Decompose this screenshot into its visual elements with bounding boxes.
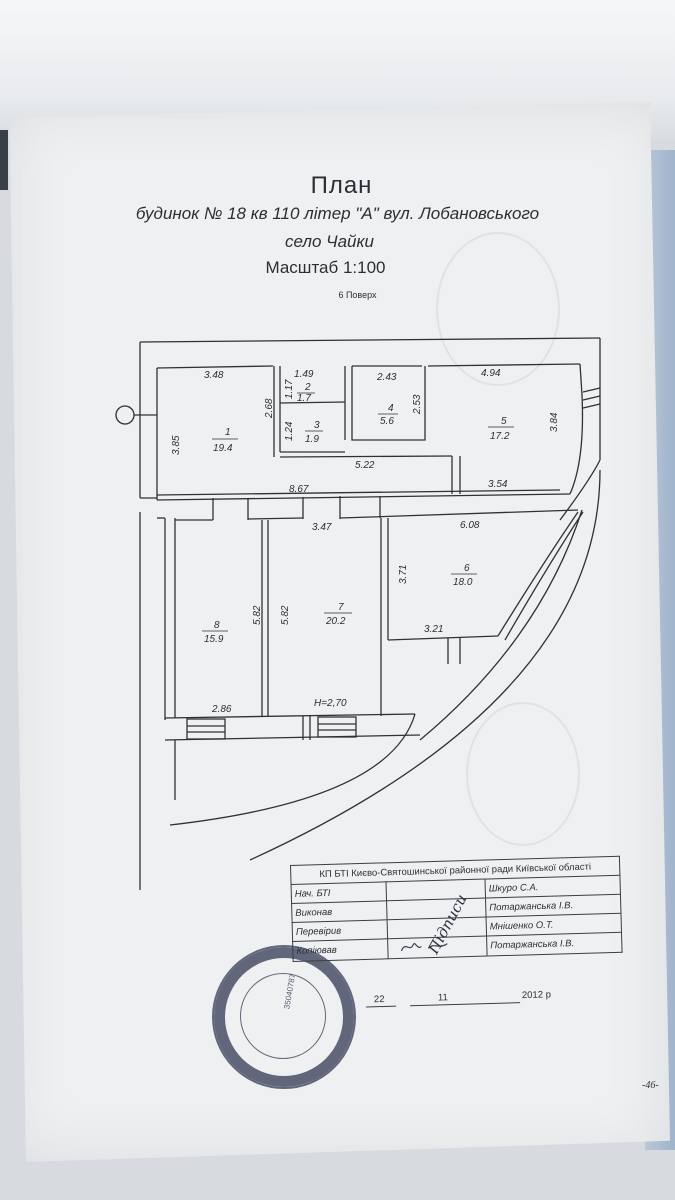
room-number: 5 xyxy=(501,416,507,427)
signature-cell xyxy=(387,936,488,959)
curved-outer-wall xyxy=(419,509,583,741)
dim-3-47: 3.47 xyxy=(312,522,332,533)
date-day: 22 xyxy=(373,993,385,1006)
room-area: 5.6 xyxy=(380,416,394,427)
dim-8-67: 8.67 xyxy=(289,484,309,495)
dim-6-08: 6.08 xyxy=(460,520,480,531)
room-area: 15.9 xyxy=(204,634,224,645)
dim-1-24: 1.24 xyxy=(284,421,295,441)
dim-3-85: 3.85 xyxy=(171,435,182,455)
room-6: 6 18.0 xyxy=(451,563,477,588)
wall xyxy=(156,489,561,496)
ceiling-height: H=2,70 xyxy=(314,698,347,709)
room-2: 2 1.7 xyxy=(297,382,315,404)
window xyxy=(582,387,601,393)
room-labels: 1 19.4 2 1.7 3 1.9 4 5.6 5 17.2 6 18.0 xyxy=(202,382,514,645)
dim-3-54: 3.54 xyxy=(488,479,508,490)
wall xyxy=(247,517,304,520)
wall xyxy=(427,363,581,367)
dim-4-94: 4.94 xyxy=(481,368,501,379)
curved-wall xyxy=(497,511,579,637)
dimension-labels: 3.48 1.49 1.17 2.68 1.24 2.43 2.53 4.94 … xyxy=(171,368,560,715)
name-cell: Потаржанська І.В. xyxy=(486,932,623,957)
date-underline xyxy=(410,1002,521,1007)
wall xyxy=(279,401,346,404)
dim-5-82-right: 5.82 xyxy=(280,605,291,625)
room-number: 2 xyxy=(304,382,311,393)
room-number: 6 xyxy=(464,563,470,574)
wall xyxy=(156,493,571,501)
dim-3-48: 3.48 xyxy=(204,370,224,381)
window xyxy=(582,395,601,401)
room-area: 1.9 xyxy=(305,434,319,445)
window xyxy=(582,403,601,409)
room-4: 4 5.6 xyxy=(378,403,398,427)
binder-edge xyxy=(0,130,8,190)
room-number: 7 xyxy=(338,602,344,613)
room-8: 8 15.9 xyxy=(202,620,228,645)
wall xyxy=(579,363,583,396)
outer-wall xyxy=(559,459,601,521)
dim-3-84: 3.84 xyxy=(549,412,560,432)
room-7: 7 20.2 xyxy=(324,602,352,627)
dim-1-49: 1.49 xyxy=(294,369,314,380)
plan-title: План xyxy=(310,172,373,199)
outer-wall xyxy=(139,337,601,343)
approval-row: Копіював Потаржанська І.В. xyxy=(292,932,623,962)
room-1: 1 19.4 xyxy=(212,427,238,454)
plan-address: будинок № 18 кв 110 літер "А" вул. Лобан… xyxy=(135,204,540,223)
room-3: 3 1.9 xyxy=(305,420,323,445)
room-number: 3 xyxy=(314,420,320,431)
handwritten-signature xyxy=(400,943,448,952)
approval-table: КП БТІ Києво-Святошинської районної ради… xyxy=(290,856,623,962)
title-block-stamp: КП БТІ Києво-Святошинської районної ради… xyxy=(290,856,631,991)
room-area: 18.0 xyxy=(453,577,473,588)
dim-3-21: 3.21 xyxy=(424,624,443,635)
room-area: 19.4 xyxy=(213,443,233,454)
curved-wall xyxy=(504,511,584,641)
date-year: 2012 р xyxy=(521,989,552,1002)
wall xyxy=(387,635,499,641)
curved-outer-wall xyxy=(249,469,601,861)
wall xyxy=(156,365,274,369)
wall xyxy=(339,509,579,519)
plan-village: село Чайки xyxy=(285,232,374,251)
dim-2-53: 2.53 xyxy=(412,394,423,415)
page-number: -46- xyxy=(642,1080,659,1091)
dim-1-17: 1.17 xyxy=(284,379,295,399)
dim-3-71: 3.71 xyxy=(398,565,409,584)
role-cell: Копіював xyxy=(292,938,389,962)
vent-symbol xyxy=(115,405,135,425)
plan-scale: Масштаб 1:100 xyxy=(265,258,386,277)
curved-outer-wall xyxy=(169,713,416,826)
date-underline xyxy=(366,1005,397,1008)
wall xyxy=(569,394,584,495)
window xyxy=(317,716,357,738)
plan-floor: 6 Поверх xyxy=(338,290,377,300)
dim-2-68: 2.68 xyxy=(264,398,275,419)
plan-header: План будинок № 18 кв 110 літер "А" вул. … xyxy=(0,0,675,320)
wall xyxy=(351,366,426,441)
seal-inner-ring xyxy=(240,973,326,1059)
room-area: 20.2 xyxy=(325,616,346,627)
room-5: 5 17.2 xyxy=(488,416,514,442)
bleed-through-mark xyxy=(436,232,560,386)
dim-2-43: 2.43 xyxy=(376,372,397,383)
room-area: 1.7 xyxy=(297,393,311,404)
dim-5-22: 5.22 xyxy=(355,460,375,471)
window xyxy=(186,718,226,740)
room-area: 17.2 xyxy=(490,431,510,442)
room-number: 1 xyxy=(225,427,231,438)
room-number: 4 xyxy=(388,403,394,414)
bleed-through-mark xyxy=(466,702,580,846)
wall xyxy=(164,713,416,719)
wall xyxy=(279,455,453,458)
dim-2-86: 2.86 xyxy=(211,704,232,715)
date-month: 11 xyxy=(437,992,448,1004)
official-seal: 35040787 xyxy=(212,945,356,1089)
room-number: 8 xyxy=(214,620,220,631)
dim-5-82-left: 5.82 xyxy=(252,605,263,625)
